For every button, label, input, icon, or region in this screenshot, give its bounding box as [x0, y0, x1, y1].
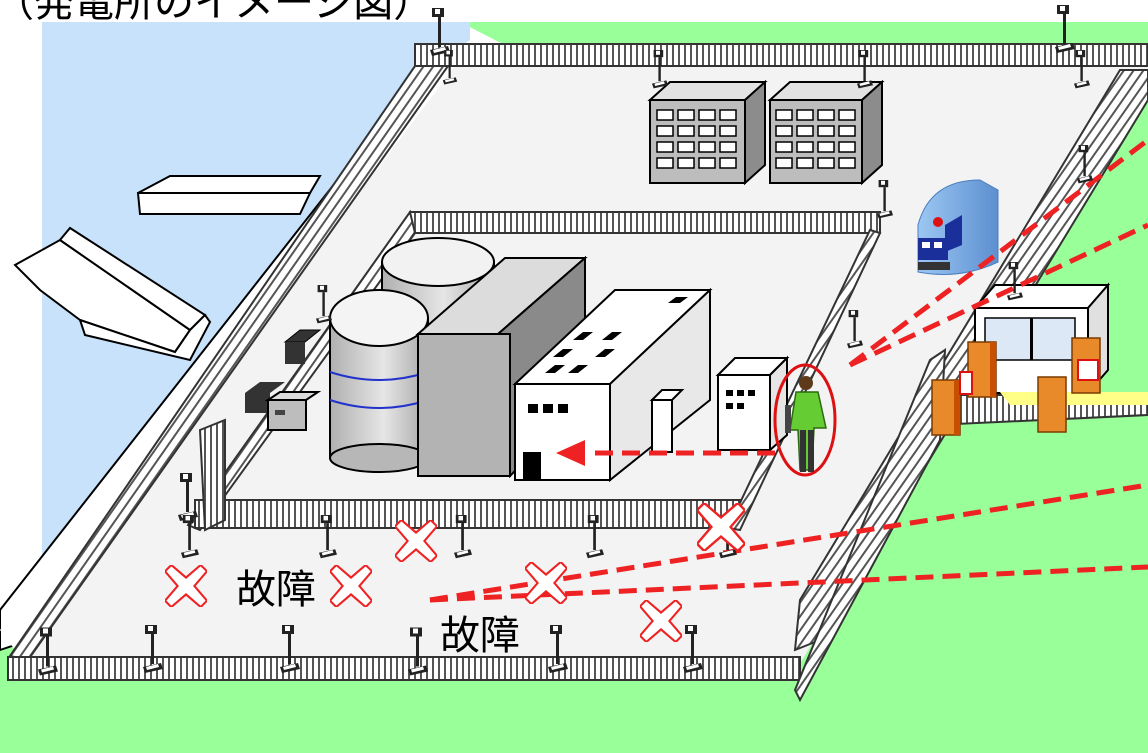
fault-label-1: 故障 — [236, 567, 316, 613]
main-building — [512, 287, 713, 483]
office-building-2 — [767, 79, 885, 186]
outer-fence-top — [414, 43, 1148, 67]
fault-label-2: 故障 — [440, 613, 520, 659]
page-title: （発電所のイメージ図） — [0, 0, 434, 26]
storage-tank-front — [329, 289, 429, 473]
inner-fence-left — [186, 209, 417, 532]
security-vehicle-icon — [917, 179, 999, 275]
entry-gate-icon — [931, 282, 1148, 436]
inner-fence-bottom — [194, 499, 741, 529]
inner-fence-top — [409, 211, 881, 234]
arrow-head — [556, 440, 585, 466]
pier — [136, 192, 312, 215]
equipment-units — [245, 329, 322, 431]
office-building-1 — [647, 79, 768, 186]
security-guard-icon — [773, 363, 837, 477]
outer-fence-bottom — [7, 656, 801, 681]
